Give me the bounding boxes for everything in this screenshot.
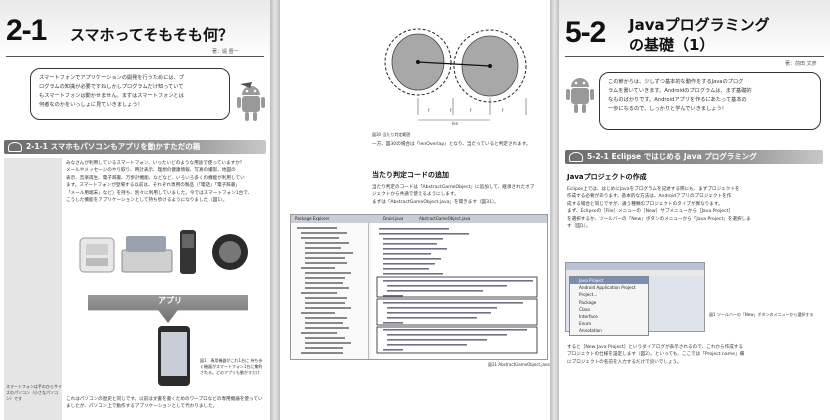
chapter-title-line2: の基礎（1）: [629, 36, 715, 54]
bottom-text: すると［New Java Project］というダイアログが表示されるので、これ…: [567, 344, 825, 366]
section-title: 2-1-1 スマホもパソコンもアプリを動かすただの箱: [26, 142, 201, 151]
body-line: ジェクトから共通で使えるようにします。: [372, 192, 459, 198]
ide-tab-abstract-game-object[interactable]: AbstractGameObject.java: [419, 216, 471, 221]
chapter-title-line1: Javaプログラミング: [629, 16, 770, 34]
section-heading: 2-1-1 スマホもパソコンもアプリを動かすただの箱: [4, 140, 266, 154]
intro-line: ログラムの知識が必要ですねしかしプログラムだけ知っていて: [39, 84, 184, 90]
section-heading: 5-2-1 Eclipse ではじめる Java プログラミング: [565, 150, 823, 164]
menu-item-enum[interactable]: Enum: [579, 321, 592, 327]
android-robot-icon: [237, 82, 265, 121]
menu-item-package[interactable]: Package: [579, 299, 597, 305]
chapter-title: スマホってそもそも何？: [70, 26, 234, 44]
dim-label-f1: f: [428, 108, 430, 113]
chapter-number: 2-1: [6, 14, 47, 47]
section-icon: [8, 142, 22, 152]
dim-label-f4: f: [502, 108, 504, 113]
ide-tab-bar: Package Explorer Droid.java AbstractGame…: [291, 215, 547, 223]
intro-bubble: スマートフォンでアプリケーションの開発を行うためには、プ ログラムの知識が必要で…: [30, 68, 230, 120]
chapter-header: [559, 0, 830, 58]
section-title: 5-2-1 Eclipse ではじめる Java プログラミング: [587, 152, 757, 161]
ide-tab-droid[interactable]: Droid.java: [383, 216, 404, 221]
device-photos: [79, 230, 248, 274]
ide-tab-package-explorer[interactable]: Package Explorer: [295, 216, 330, 221]
gutter-left: [270, 0, 280, 420]
code-lines: [376, 228, 538, 354]
header-rule: [565, 56, 824, 57]
intro-line: なものばかりです。Androidアプリを作るにあたって基本の: [608, 97, 747, 103]
body-line: 「メール用端末」など）を持ち、別々に利用していました。今ではスマートフォン1台で…: [66, 190, 253, 196]
right-page: 5-2 Javaプログラミング の基礎（1） 著：前田 文彦 この節からは、少し…: [559, 0, 830, 420]
menu-figure-caption: 図1 ツールバーの「New」ボタンのメニューから選択する: [709, 312, 814, 317]
tree-lines: [297, 227, 353, 354]
side-note: スマートフォンは手のひらサイズのパソコン（小さなパソコン）です: [6, 384, 62, 401]
middle-page: f f f f len 図30 当たり判定範囲 一方、図30の場合は「lenOv…: [280, 0, 550, 420]
author: 著：堀 晋一: [212, 49, 239, 55]
intro-line: ラムを書いていきます。Androidのプログラムは、まず基礎的: [608, 88, 752, 94]
intro-line: 一歩になるので、しっかりと学んでいきましょう！: [608, 106, 727, 112]
chapter-number: 5-2: [565, 16, 606, 49]
body-text: みなさんが利用しているスマートフォン、いったいどのような用途で使っていますか？ …: [66, 160, 266, 204]
body-line: みなさんが利用しているスマートフォン、いったいどのような用途で使っていますか？: [66, 161, 245, 166]
menu-item-android-project[interactable]: Android Application Project: [579, 285, 636, 291]
body-line: こうした機能をアプリケーションとして持ち歩けるようになりました（図1）。: [66, 198, 228, 204]
body-line: ます。スマートフォンが登場する以前は、それぞれ専用の製品（「電話」「電子辞書」: [66, 183, 240, 189]
author: 著：前田 文彦: [785, 61, 817, 67]
body-line: す（図1）。: [567, 224, 591, 230]
intro-line: スマートフォンでアプリケーションの開発を行うためには、プ: [39, 75, 184, 81]
intro-line: もスマートフォンは動かせません。まずはスマートフォンとは: [39, 93, 184, 99]
body-line: Eclipse上では、はじめにJavaをプログラムを記述する際にも、まずプロジェ…: [567, 187, 740, 192]
menu-item-interface[interactable]: Interface: [579, 314, 598, 320]
left-page: 2-1 スマホってそもそも何？ 著：堀 晋一 スマートフォンでアプリケーションの…: [0, 0, 270, 420]
new-dropdown-menu[interactable]: Java Project Android Application Project…: [569, 276, 649, 336]
intro-line: この節からは、少しずつ基本的な動作をするJavaのプログ: [608, 79, 744, 85]
ide-figure-caption: 図31 AbstractGameObject.java: [488, 362, 550, 367]
dim-label-f3: f: [470, 108, 472, 113]
dim-label-f2: f: [450, 108, 452, 113]
body-line: まず、Eclipseの［File］メニューの［New］サブメニューから［Java…: [567, 209, 734, 215]
len-label: len: [452, 121, 459, 126]
figure-caption: 図1 専用機器がこれ1台に 持ち歩く機器がスマートフォン1台に集約される。どのア…: [200, 358, 263, 375]
header-rule: [6, 56, 264, 57]
body-line: プロジェクトの仕様を設定します（図2）。といっても、ここでは「Project n…: [567, 352, 745, 358]
body-line: まずは「AbstractGameObject.java」を開きます（図31）。: [372, 199, 499, 205]
sub-heading: 当たり判定コードの追加: [372, 171, 449, 179]
smartphone-image: [158, 326, 190, 386]
body-line: 成する場合と同じですが、違う種類のプロジェクトのタイプが異なります。: [567, 201, 723, 207]
section-icon: [569, 152, 583, 162]
collision-diagram: [384, 28, 527, 121]
body-line: すると［New Java Project］というダイアログが表示されるので、これ…: [567, 345, 743, 350]
intro-bubble: この節からは、少しずつ基本的な動作をするJavaのプログ ラムを書いていきます。…: [599, 72, 821, 130]
body-text: Eclipse上では、はじめにJavaをプログラムを記述する際にも、まずプロジェ…: [567, 186, 825, 230]
menu-item-class[interactable]: Class: [579, 306, 591, 312]
body-line: メールやメッセージのやり取り、時計表示、理想の健康情報、写真の撮影、地図の: [66, 168, 236, 174]
phone-screen: [161, 332, 187, 376]
body-line: にプロジェクトの名前を入力するだけで良いでしょう。: [567, 359, 682, 365]
eclipse-menubar[interactable]: [566, 263, 704, 270]
eclipse-toolbar[interactable]: [566, 270, 704, 276]
sub-heading: Javaプロジェクトの作成: [567, 173, 647, 181]
menu-item-annotation[interactable]: Annotation: [579, 328, 602, 334]
android-robot-icon: [566, 78, 594, 113]
chapter-header: [0, 0, 270, 58]
menu-item-project[interactable]: Project...: [579, 292, 598, 298]
body-text-2: 当たり判定のコードは「AbstractGameObject」に追加して、継承され…: [372, 184, 544, 206]
code-editor[interactable]: [371, 223, 547, 359]
body-line: 作成する必要があります。基本的な方法は、Androidアプリのプロジェクトを作: [567, 194, 732, 200]
menu-item-java-project[interactable]: Java Project: [570, 277, 648, 285]
package-explorer-tree[interactable]: [291, 223, 369, 359]
body-line: 当たり判定のコードは「AbstractGameObject」に追加して、継承され…: [372, 185, 535, 190]
arrow-label: アプリ: [158, 296, 182, 305]
intro-line: 何者なのかをいっしょに見ていきましょう！: [39, 102, 143, 108]
body-line: 表示、音楽再生、電子辞書、万歩計機能、などなど、いろいろ多くの機能が利用してい: [66, 175, 245, 181]
gutter-right: [550, 0, 559, 420]
bottom-text: これはパソコンの歴史と同じです。以前は文書を書くためのワープロなどの専用機器を使…: [66, 397, 263, 410]
body-line: を選択するか、ツールバーの「New」ボタンのメニューから「Java Projec…: [567, 216, 751, 222]
body-text: 一方、図30の場合は「lenOverlap」となり、当たっていると判定されます。: [372, 142, 531, 147]
figure-caption: 図30 当たり判定範囲: [372, 132, 411, 137]
ide-screenshot: Package Explorer Droid.java AbstractGame…: [290, 214, 548, 360]
side-column: [4, 158, 62, 420]
